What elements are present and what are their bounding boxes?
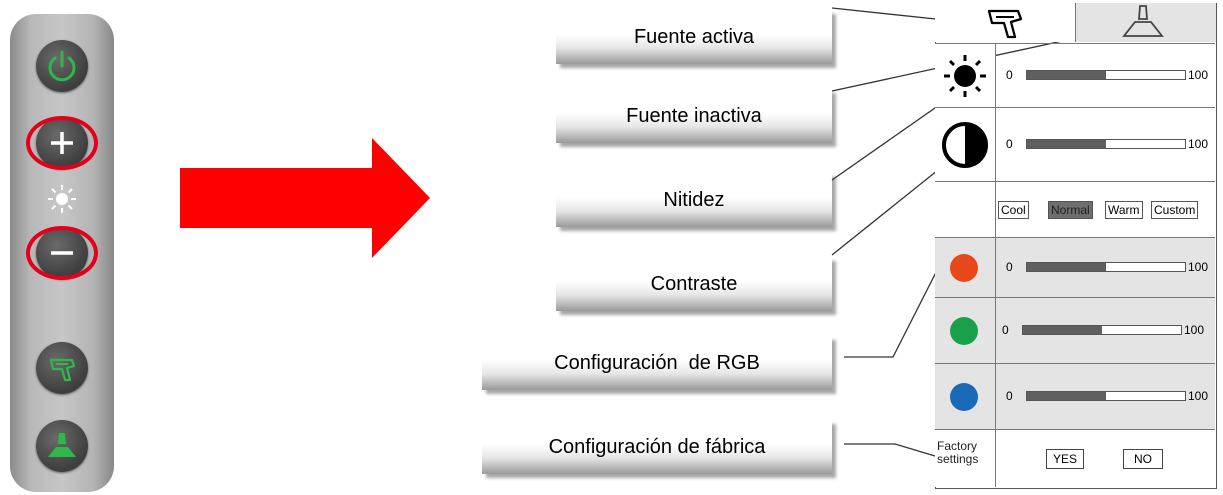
blue-value-cell: 0 100 <box>996 364 1215 429</box>
lamp-source-button[interactable] <box>36 420 88 472</box>
label-rgb-config: Configuración de RGB <box>482 336 832 390</box>
color-mode-value-cell: Cool Normal Warm Custom <box>996 182 1215 237</box>
sun-icon <box>48 185 76 213</box>
plus-button[interactable] <box>36 117 88 169</box>
factory-label-cell: Factory settings <box>935 430 996 487</box>
factory-label-line2: settings <box>937 452 979 466</box>
mode-custom[interactable]: Custom <box>1151 200 1199 219</box>
factory-settings-label: Factory settings <box>937 440 978 466</box>
yes-button[interactable]: YES <box>1046 448 1085 469</box>
green-value-cell: 0 100 <box>996 298 1215 363</box>
minus-icon <box>51 251 73 255</box>
slider-min: 0 <box>1006 388 1013 403</box>
scanner-icon <box>49 358 76 382</box>
slider-min: 0 <box>1006 259 1013 274</box>
slider-min: 0 <box>1002 322 1009 337</box>
settings-panel: 0 100 0 100 <box>935 3 1217 489</box>
scanner-source-button[interactable] <box>36 342 88 394</box>
scanner-icon <box>987 9 1023 39</box>
slider-fill <box>1027 139 1106 148</box>
blue-dot-icon <box>950 382 978 411</box>
red-row: 0 100 <box>935 237 1215 297</box>
no-button[interactable]: NO <box>1123 448 1163 469</box>
slider-track <box>1022 324 1182 335</box>
green-icon-cell <box>935 298 996 363</box>
power-icon <box>48 50 76 82</box>
contrast-row: 0 100 <box>935 107 1215 181</box>
color-icon-cell <box>935 182 996 237</box>
sun-icon <box>944 55 986 97</box>
label-sharpness: Nitidez <box>556 173 832 227</box>
slider-track <box>1026 390 1186 401</box>
slider-fill <box>1023 325 1102 334</box>
rgb-icon <box>945 191 985 228</box>
slider-max: 100 <box>1188 136 1209 151</box>
tab-active-source[interactable] <box>935 3 1076 42</box>
slider-track <box>1026 261 1186 272</box>
blue-row: 0 100 <box>935 363 1215 429</box>
mode-normal[interactable]: Normal <box>1048 200 1093 219</box>
source-row <box>935 3 1216 43</box>
slider-max: 100 <box>1188 67 1209 82</box>
lamp-icon <box>1122 5 1164 37</box>
green-dot-icon <box>950 316 978 345</box>
plus-icon <box>51 132 73 154</box>
label-active-source: Fuente activa <box>556 10 832 64</box>
brightness-value-cell: 0 100 <box>996 44 1215 107</box>
factory-row: Factory settings YES NO <box>935 429 1215 487</box>
label-contrast: Contraste <box>556 257 832 311</box>
color-mode-row: Cool Normal Warm Custom <box>935 181 1215 237</box>
slider-fill <box>1027 262 1106 271</box>
red-value-cell: 0 100 <box>996 238 1215 297</box>
red-icon-cell <box>935 238 996 297</box>
slider-min: 0 <box>1006 67 1013 82</box>
slider-track <box>1026 138 1186 149</box>
green-row: 0 100 <box>935 297 1215 363</box>
factory-value-cell: YES NO <box>996 430 1215 487</box>
power-button[interactable] <box>36 40 88 92</box>
slider-track <box>1026 69 1186 80</box>
blue-icon-cell <box>935 364 996 429</box>
slider-max: 100 <box>1188 388 1209 403</box>
mode-cool[interactable]: Cool <box>998 200 1029 219</box>
factory-label-line1: Factory <box>937 439 978 453</box>
contrast-value-cell: 0 100 <box>996 108 1215 181</box>
slider-min: 0 <box>1006 136 1013 151</box>
slider-fill <box>1027 70 1106 79</box>
slider-fill <box>1027 391 1106 400</box>
brightness-row: 0 100 <box>935 43 1215 107</box>
mode-warm[interactable]: Warm <box>1105 200 1143 219</box>
label-inactive-source: Fuente inactiva <box>556 89 832 143</box>
arrow-icon <box>180 138 430 258</box>
contrast-icon <box>942 122 988 168</box>
tab-inactive-source[interactable] <box>1076 3 1216 42</box>
lamp-icon <box>48 433 76 457</box>
minus-button[interactable] <box>36 227 88 279</box>
contrast-icon-cell <box>935 108 996 181</box>
slider-max: 100 <box>1184 322 1205 337</box>
red-dot-icon <box>950 253 978 282</box>
brightness-icon-cell <box>935 44 996 107</box>
slider-max: 100 <box>1188 259 1209 274</box>
label-factory-config: Configuración de fábrica <box>482 420 832 474</box>
